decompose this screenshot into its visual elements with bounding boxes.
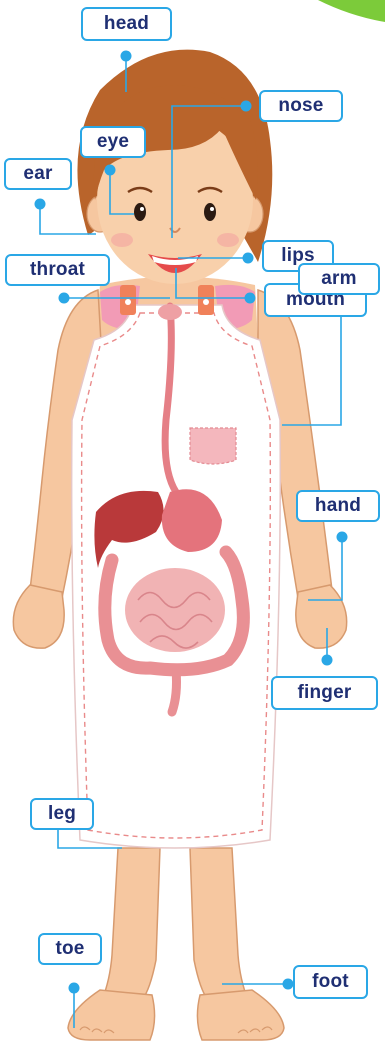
dot-mouth	[245, 293, 256, 304]
dot-lips	[243, 253, 254, 264]
corner-accent	[318, 0, 385, 22]
label-leg: leg	[30, 798, 94, 830]
left-eye-highlight	[140, 207, 144, 211]
dot-head	[121, 51, 132, 62]
right-leg	[190, 848, 248, 1000]
dot-ear	[35, 199, 46, 210]
rectum	[172, 670, 177, 712]
right-foot	[197, 990, 284, 1040]
dot-nose	[241, 101, 252, 112]
girl-figure	[13, 50, 346, 1040]
dot-finger	[322, 655, 333, 666]
small-intestine	[125, 568, 225, 652]
label-throat: throat	[5, 254, 110, 286]
right-cheek	[217, 233, 239, 247]
right-eye	[204, 203, 216, 221]
label-finger: finger	[271, 676, 378, 710]
button-right	[203, 299, 209, 305]
left-leg	[102, 848, 160, 1000]
label-ear: ear	[4, 158, 72, 190]
dot-foot	[283, 979, 294, 990]
apron-pocket	[190, 428, 236, 464]
label-foot: foot	[293, 965, 368, 999]
dot-eye	[105, 165, 116, 176]
label-toe: toe	[38, 933, 102, 965]
dot-toe	[69, 983, 80, 994]
dot-hand	[337, 532, 348, 543]
left-eye	[134, 203, 146, 221]
label-head: head	[81, 7, 172, 41]
right-hand	[296, 585, 347, 648]
label-arm: arm	[298, 263, 380, 295]
label-nose: nose	[259, 90, 343, 122]
button-left	[125, 299, 131, 305]
left-hand	[13, 585, 64, 648]
left-foot	[68, 990, 155, 1040]
left-cheek	[111, 233, 133, 247]
label-hand: hand	[296, 490, 380, 522]
label-eye: eye	[80, 126, 146, 158]
right-eye-highlight	[210, 207, 214, 211]
dot-throat	[59, 293, 70, 304]
larynx	[158, 304, 182, 320]
